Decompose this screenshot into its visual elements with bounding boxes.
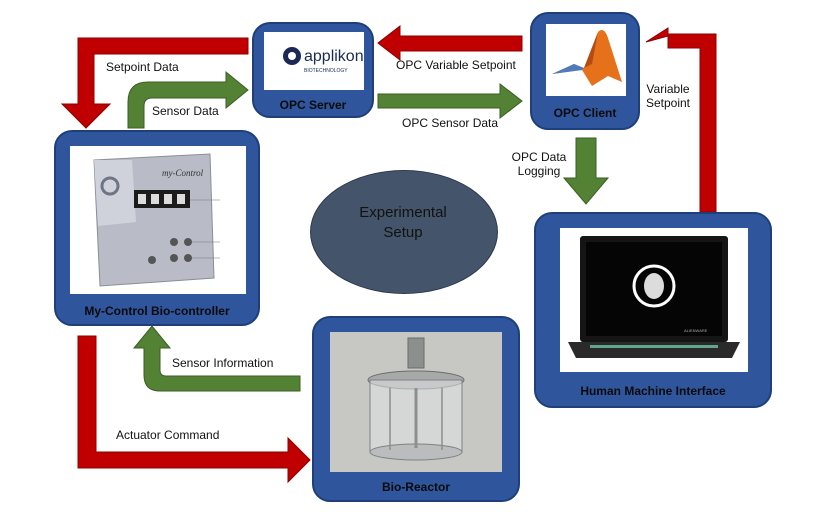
variable-setpoint-label: Variable Setpoint: [638, 82, 698, 110]
sensor-data-arrow: [127, 70, 249, 129]
controller-node: my-Control My-Control Bio-controller: [54, 130, 260, 326]
variable-setpoint-line1: Variable: [646, 82, 690, 96]
opc-sensor-data-label: OPC Sensor Data: [402, 116, 499, 130]
svg-text:applikon: applikon: [304, 48, 364, 65]
actuator-command-arrow: [77, 335, 311, 484]
opc-server-label: OPC Server: [279, 98, 347, 112]
opc-data-logging-line1: OPC Data: [511, 150, 567, 164]
opc-variable-setpoint-label: OPC Variable Setpoint: [396, 58, 516, 72]
sensor-information-arrow: [132, 325, 301, 392]
opc-client-node: OPC Client: [530, 12, 640, 130]
svg-text:BIOTECHNOLOGY: BIOTECHNOLOGY: [304, 68, 348, 74]
center-label-line2: Setup: [383, 224, 423, 241]
reactor-label: Bio-Reactor: [381, 480, 450, 494]
opc-data-logging-arrow: [562, 137, 610, 205]
reactor-image: [330, 332, 502, 472]
svg-text:ALIENWARE: ALIENWARE: [684, 328, 708, 333]
opc-data-logging-line2: Logging: [517, 164, 561, 178]
setpoint-data-label: Setpoint Data: [106, 60, 179, 74]
matlab-membrane-icon: [552, 30, 622, 86]
sensor-information-label: Sensor Information: [172, 356, 274, 370]
reactor-node: Bio-Reactor: [312, 316, 520, 502]
matlab-logo: [546, 24, 626, 96]
variable-setpoint-line2: Setpoint: [645, 96, 691, 110]
applikon-logo: applikon BIOTECHNOLOGY: [264, 32, 364, 90]
opc-variable-setpoint-arrow: [377, 24, 523, 62]
hmi-label: Human Machine Interface: [580, 384, 726, 398]
center-label: Experimental Setup: [310, 203, 496, 243]
actuator-command-label: Actuator Command: [116, 428, 220, 442]
controller-device-image: my-Control: [70, 146, 246, 294]
variable-setpoint-arrow: [645, 27, 717, 213]
svg-text:my-Control: my-Control: [162, 168, 204, 178]
opc-sensor-data-arrow: [377, 82, 523, 120]
opc-data-logging-label: OPC Data Logging: [506, 150, 572, 178]
laptop-image: ALIENWARE: [560, 228, 748, 372]
opc-server-node: applikon BIOTECHNOLOGY OPC Server: [252, 22, 374, 118]
controller-label: My-Control Bio-controller: [84, 304, 230, 318]
hmi-node: ALIENWARE Human Machine Interface: [534, 212, 772, 408]
setpoint-data-arrow: [60, 37, 249, 129]
opc-client-label: OPC Client: [553, 106, 617, 120]
sensor-data-label: Sensor Data: [152, 104, 219, 118]
center-ellipse: [310, 170, 498, 294]
center-label-line1: Experimental: [359, 204, 447, 221]
